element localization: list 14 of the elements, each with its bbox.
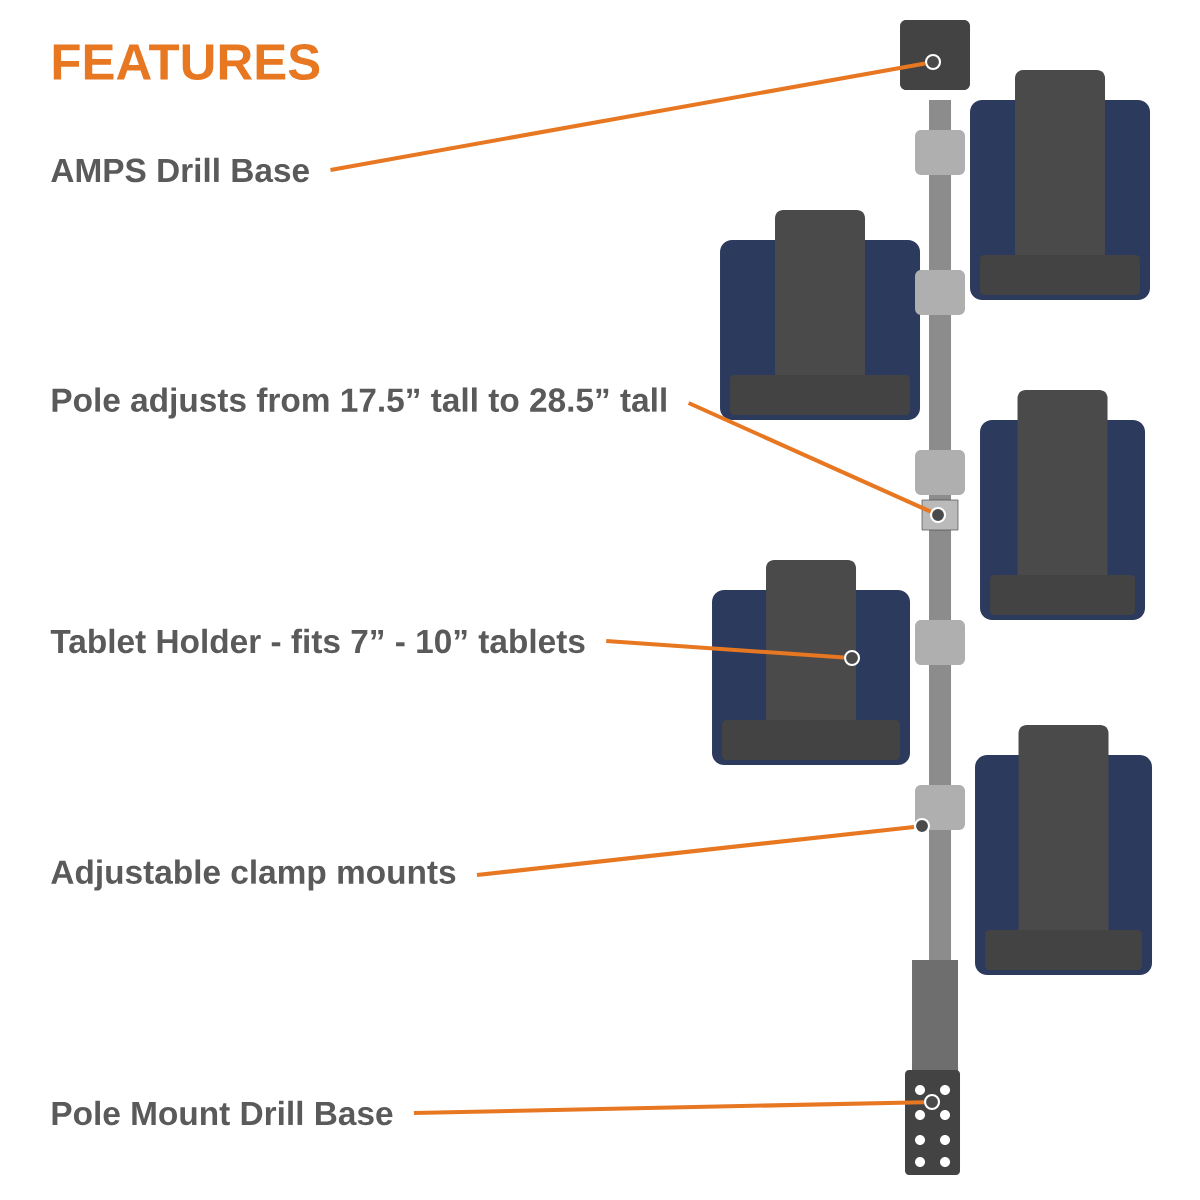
mount-part [929, 506, 947, 524]
mount-part [923, 1093, 941, 1111]
feature-label: Tablet Holder - fits 7” - 10” tablets [50, 628, 585, 654]
leader-line [606, 639, 845, 660]
feature-label: Pole Mount Drill Base [52, 1100, 393, 1126]
leader-line [330, 61, 926, 172]
mount-part [843, 649, 861, 667]
title: FEATURES [53, 43, 320, 81]
feature-label: Adjustable clamp mounts [51, 859, 456, 891]
feature-label: Pole adjusts from 17.5” tall to 28.5” tall [52, 387, 666, 419]
mount-part [913, 817, 931, 835]
feature-label: AMPS Drill Base [51, 157, 309, 183]
leader-line [413, 1100, 924, 1116]
leader-line [476, 824, 915, 877]
